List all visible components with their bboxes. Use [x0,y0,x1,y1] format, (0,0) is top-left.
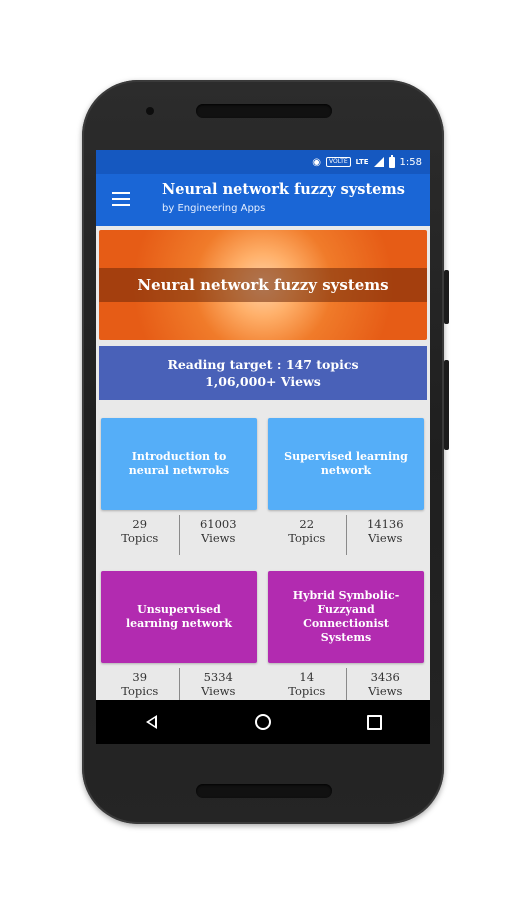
top-speaker [196,104,332,118]
topic-tile[interactable]: Introduction to neural netwroks [101,418,257,510]
hotspot-icon: ◉ [312,156,321,168]
bottom-speaker [196,784,332,798]
banner-strip: Neural network fuzzy systems [99,268,427,302]
topic-card[interactable]: Hybrid Symbolic-Fuzzyand Connectionist S… [268,571,424,700]
signal-icon [373,157,384,167]
home-icon [254,714,271,730]
back-icon [146,715,158,729]
reading-target-topics: Reading target : 147 topics [167,357,359,372]
phone-screen: ◉ VOLTE LTE 1:58 Neural network fuzzy sy… [96,150,430,744]
home-button[interactable] [243,702,283,742]
reading-target-views: 1,06,000+ Views [205,374,321,389]
menu-icon[interactable] [112,192,130,206]
topic-tile[interactable]: Unsupervised learning network [101,571,257,663]
topic-tile[interactable]: Hybrid Symbolic-Fuzzyand Connectionist S… [268,571,424,663]
lte-icon: LTE [355,158,369,166]
battery-icon [388,154,395,168]
main-content[interactable]: Neural network fuzzy systems Reading tar… [96,226,430,700]
topic-tile[interactable]: Supervised learning network [268,418,424,510]
volume-button [444,360,449,450]
navigation-bar [96,700,430,744]
app-title: Neural network fuzzy systems [162,181,405,198]
banner-title: Neural network fuzzy systems [137,276,389,294]
app-bar: Neural network fuzzy systems by Engineer… [96,174,430,226]
recents-icon [366,714,382,730]
front-camera [146,107,154,115]
banner: Neural network fuzzy systems [99,230,427,340]
status-bar: ◉ VOLTE LTE 1:58 [96,150,430,174]
volte-icon: VOLTE [325,157,351,167]
status-time: 1:58 [399,156,422,168]
recents-button[interactable] [354,702,394,742]
power-button [444,270,449,324]
reading-target: Reading target : 147 topics 1,06,000+ Vi… [99,346,427,400]
app-subtitle: by Engineering Apps [162,203,266,214]
back-button[interactable] [132,702,172,742]
